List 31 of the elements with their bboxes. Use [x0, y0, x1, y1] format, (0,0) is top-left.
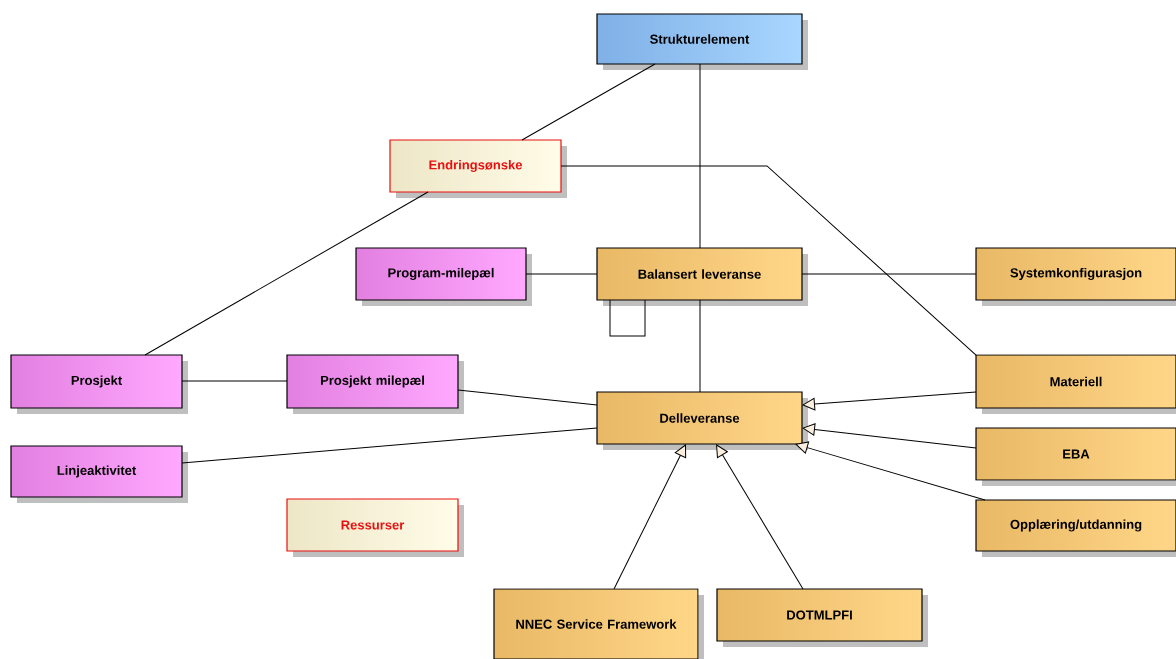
arrow — [795, 441, 986, 501]
connector-line — [699, 299, 701, 393]
class-box: Materiell — [975, 354, 1176, 414]
connector-line — [521, 63, 656, 141]
arrow — [802, 423, 977, 449]
arrow — [613, 444, 687, 590]
class-box: Prosjekt milepæl — [286, 354, 464, 414]
class-box: Opplæring/utdanning — [975, 499, 1176, 557]
class-box: Linjeaktivitet — [10, 445, 188, 503]
connector-line — [144, 191, 429, 356]
connector-line — [699, 63, 701, 249]
class-box: Systemkonfigurasjon — [975, 247, 1176, 306]
connector-line — [457, 389, 598, 406]
connector-line — [525, 273, 598, 275]
connector-line — [801, 273, 977, 275]
class-box: Balansert leveranse — [596, 247, 808, 306]
class-box: Prosjekt — [10, 354, 188, 414]
class-box: Strukturelement — [596, 13, 808, 70]
connector-line — [609, 299, 646, 337]
class-box: Delleveranse — [596, 391, 808, 450]
arrow — [716, 444, 804, 590]
class-box: DOTMLPFI — [716, 588, 928, 647]
connector-line — [560, 165, 977, 356]
connector-line — [181, 380, 288, 382]
class-box: NNEC Service Framework — [493, 588, 704, 659]
arrow — [802, 391, 977, 411]
class-box: Program-milepæl — [355, 247, 532, 306]
connector-line — [181, 427, 598, 464]
class-box: EBA — [975, 427, 1176, 486]
class-box: Endringsønske — [389, 139, 567, 198]
class-box: Ressurser — [286, 498, 464, 557]
